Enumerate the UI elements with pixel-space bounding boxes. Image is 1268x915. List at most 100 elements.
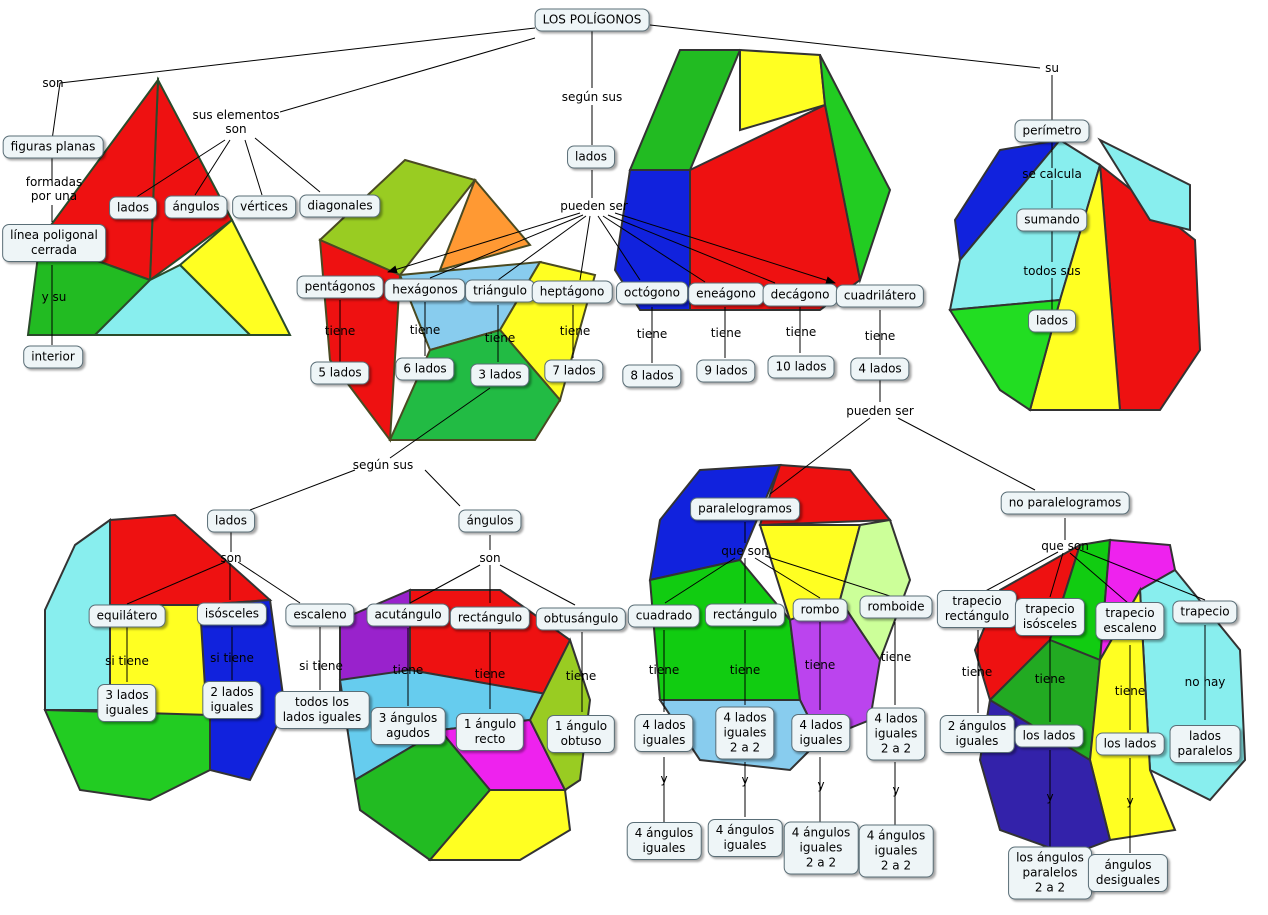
lados-top-node[interactable]: lados <box>567 145 615 169</box>
link-label-si-tiene-1: si tiene <box>105 654 149 668</box>
eneagono-node[interactable]: eneágono <box>688 282 764 306</box>
three-equal-sides-node[interactable]: 3 lados iguales <box>97 684 157 722</box>
rombo-angles-node[interactable]: 4 ángulos iguales 2 a 2 <box>783 821 859 875</box>
nine-sides-node[interactable]: 9 lados <box>696 359 756 383</box>
link-label-son: son <box>42 76 64 90</box>
link-label-tiene-4: tiene <box>864 329 896 343</box>
equilatero-node[interactable]: equilátero <box>88 604 166 628</box>
perimetro-node[interactable]: perímetro <box>1014 119 1090 143</box>
decagono-node[interactable]: decágono <box>762 283 838 307</box>
link-label-tiene-trapecio-esc: tiene <box>1114 684 1146 698</box>
link-label-segun-sus: según sus <box>561 90 623 104</box>
link-label-tiene-rectangulo: tiene <box>474 667 506 681</box>
link-label-que-son-2: que son <box>1041 539 1089 553</box>
trapecio-escaleno-node[interactable]: trapecio escaleno <box>1095 602 1165 640</box>
decagon-image-2 <box>648 463 912 772</box>
rombo-node[interactable]: rombo <box>792 598 848 622</box>
link-label-pueden-ser: pueden ser <box>560 199 628 213</box>
cuadrado-angles-node[interactable]: 4 ángulos iguales <box>626 822 702 860</box>
six-sides-node[interactable]: 6 lados <box>395 357 455 381</box>
link-label-tiene-trapecio-isos: tiene <box>1034 672 1066 686</box>
cuadrado-sides-node[interactable]: 4 lados iguales <box>634 714 694 752</box>
link-label-tiene-romboide: tiene <box>880 650 912 664</box>
trapecio-rectangulo-node[interactable]: trapecio rectángulo <box>936 590 1018 628</box>
trapecio-isosceles-node[interactable]: trapecio isósceles <box>1014 598 1086 636</box>
paralelogramos-node[interactable]: paralelogramos <box>690 497 800 521</box>
cuadrado-node[interactable]: cuadrado <box>627 604 701 628</box>
angulos-triangulo-node[interactable]: ángulos <box>458 509 522 533</box>
link-label-se-calcula: se calcula <box>1022 167 1082 181</box>
pentagonos-node[interactable]: pentágonos <box>296 275 384 299</box>
link-label-tiene-9: tiene <box>710 326 742 340</box>
los-lados-1-node[interactable]: los lados <box>1014 724 1084 748</box>
seven-sides-node[interactable]: 7 lados <box>544 359 604 383</box>
no-paralelogramos-node[interactable]: no paralelogramos <box>1000 491 1130 515</box>
rectangulo-triangulo-node[interactable]: rectángulo <box>449 606 531 630</box>
link-label-tiene-5: tiene <box>324 324 356 338</box>
obtusangulo-node[interactable]: obtusángulo <box>535 607 627 631</box>
octogono-node[interactable]: octógono <box>616 281 688 305</box>
link-label-no-hay: no hay <box>1184 675 1226 689</box>
romboide-angles-node[interactable]: 4 ángulos iguales 2 a 2 <box>858 824 934 878</box>
four-sides-node[interactable]: 4 lados <box>850 357 910 381</box>
two-equal-sides-node[interactable]: 2 lados iguales <box>202 681 262 719</box>
three-acute-angles-node[interactable]: 3 ángulos agudos <box>370 707 446 745</box>
one-obtuse-angle-node[interactable]: 1 ángulo obtuso <box>546 715 616 753</box>
acutangulo-node[interactable]: acutángulo <box>366 603 450 627</box>
los-lados-2-node[interactable]: los lados <box>1095 732 1165 756</box>
link-label-tiene-rombo: tiene <box>804 658 836 672</box>
linea-poligonal-node[interactable]: línea poligonal cerrada <box>2 224 106 262</box>
link-label-pueden-ser-2: pueden ser <box>846 404 914 418</box>
lados-perimetro-node[interactable]: lados <box>1028 309 1076 333</box>
diagonales-node[interactable]: diagonales <box>299 194 381 218</box>
lados-triangulo-node[interactable]: lados <box>207 509 255 533</box>
interior-node[interactable]: interior <box>23 345 83 369</box>
lados-element-node[interactable]: lados <box>109 196 157 220</box>
octagon-image <box>613 48 892 311</box>
link-label-si-tiene-2: si tiene <box>210 651 254 665</box>
rombo-sides-node[interactable]: 4 lados iguales <box>791 714 851 752</box>
link-label-todos-sus: todos sus <box>1023 264 1081 278</box>
link-label-tiene-3: tiene <box>484 331 516 345</box>
escaleno-node[interactable]: escaleno <box>285 603 355 627</box>
two-equal-angles-node[interactable]: 2 ángulos iguales <box>939 715 1015 753</box>
link-label-y-4: y <box>892 783 900 797</box>
parallel-angles-node[interactable]: los ángulos paralelos 2 a 2 <box>1008 846 1092 900</box>
rectangulo-angles-node[interactable]: 4 ángulos iguales <box>707 819 783 857</box>
link-label-si-tiene-3: si tiene <box>299 659 343 673</box>
angulos-element-node[interactable]: ángulos <box>164 195 228 219</box>
eight-sides-node[interactable]: 8 lados <box>622 364 682 388</box>
one-right-angle-node[interactable]: 1 ángulo recto <box>455 713 525 751</box>
triangulo-node[interactable]: triángulo <box>465 279 535 303</box>
heptagono-node[interactable]: heptágono <box>531 280 613 304</box>
hexagonos-node[interactable]: hexágonos <box>384 278 466 302</box>
link-label-y-5: y <box>1046 790 1054 804</box>
root-node[interactable]: LOS POLÍGONOS <box>534 8 650 32</box>
link-label-tiene-cuadrado: tiene <box>648 663 680 677</box>
trapecio-node[interactable]: trapecio <box>1172 600 1238 624</box>
link-label-son-angulos: son <box>479 551 501 565</box>
all-sides-equal-node[interactable]: todos los lados iguales <box>274 691 370 729</box>
cuadrilatero-node[interactable]: cuadrilátero <box>835 284 925 308</box>
unequal-angles-node[interactable]: ángulos desiguales <box>1087 854 1169 892</box>
three-sides-node[interactable]: 3 lados <box>470 363 530 387</box>
lados-paralelos-node[interactable]: lados paralelos <box>1169 725 1241 763</box>
isosceles-node[interactable]: isósceles <box>196 602 268 626</box>
ten-sides-node[interactable]: 10 lados <box>767 355 835 379</box>
romboide-node[interactable]: romboide <box>859 595 933 619</box>
figuras-planas-node[interactable]: figuras planas <box>2 135 104 159</box>
five-sides-node[interactable]: 5 lados <box>310 361 370 385</box>
rectangulo-sides-node[interactable]: 4 lados iguales 2 a 2 <box>715 706 775 760</box>
link-label-y-su: y su <box>41 290 67 304</box>
rectangulo-paralelogramo-node[interactable]: rectángulo <box>704 603 786 627</box>
link-label-y-3: y <box>817 778 825 792</box>
link-label-y-6: y <box>1126 794 1134 808</box>
vertices-node[interactable]: vértices <box>232 195 296 219</box>
romboide-sides-node[interactable]: 4 lados iguales 2 a 2 <box>866 707 926 761</box>
sumando-node[interactable]: sumando <box>1016 208 1088 232</box>
link-label-segun-sus-2: según sus <box>352 458 414 472</box>
link-label-y-1: y <box>660 772 668 786</box>
link-label-tiene-acutangulo: tiene <box>392 663 424 677</box>
link-label-su: su <box>1045 61 1059 75</box>
